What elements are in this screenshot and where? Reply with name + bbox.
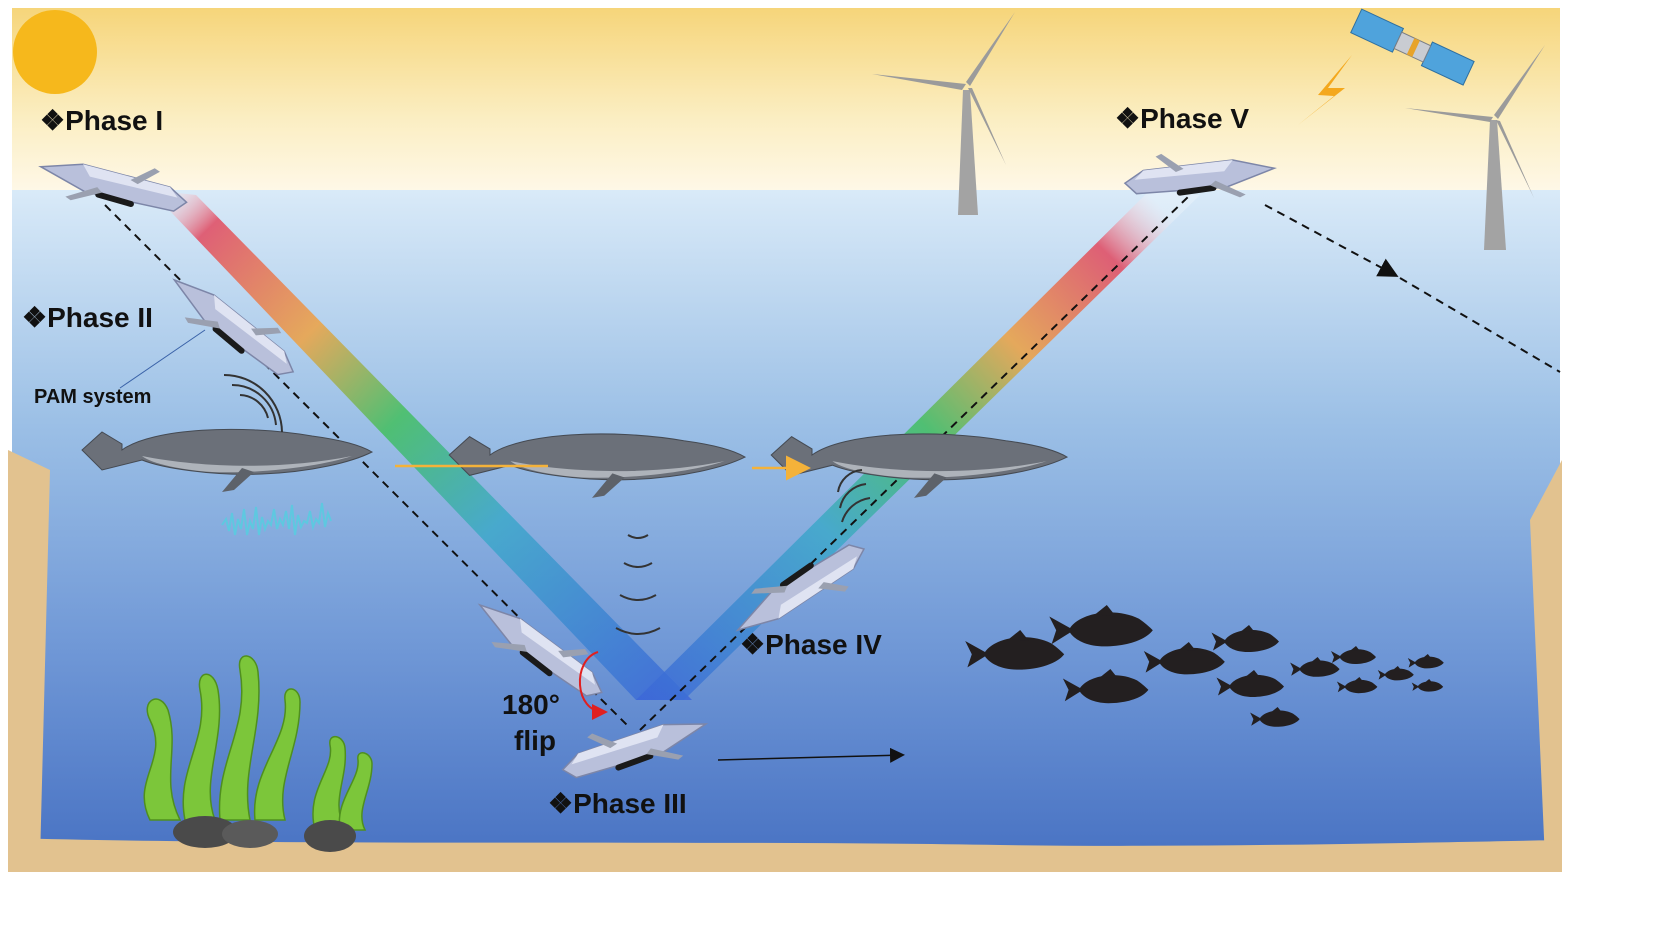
next-dive-path [1399,277,1561,373]
forward-arrow [717,747,905,763]
phase-2-label: ❖Phase II [22,302,153,333]
phase-4-label: ❖Phase IV [740,629,882,660]
flip-word-label: flip [514,725,556,756]
wind-turbine-icon [872,12,1015,215]
seabed-left-wall [8,450,50,860]
phase-3-label: ❖Phase III [548,788,687,819]
pam-system-label: PAM system [34,386,151,408]
sound-wave-icon [223,374,283,433]
rotation-arrow-icon [578,651,608,720]
sun-icon [13,10,97,94]
flip-angle-label: 180° [502,689,560,720]
lightning-icon [1298,55,1352,125]
seabed-floor [8,838,1562,872]
seabed-right-wall [1530,460,1562,860]
left-signal-beam [150,190,692,700]
wind-turbine-icon [1405,45,1545,250]
pam-pointer-line [119,329,206,389]
sound-wave-icon [615,534,661,635]
rock-icon [173,816,356,852]
next-dive-arrow [1264,204,1399,277]
sound-wave-icon [221,502,332,536]
sound-wave-icon [837,469,871,523]
sky [12,8,1560,208]
phase-5-label: ❖Phase V [1115,103,1249,134]
seaweed-icon [143,655,373,831]
satellite-icon [1350,8,1475,86]
phase-1-label: ❖Phase I [40,105,163,136]
